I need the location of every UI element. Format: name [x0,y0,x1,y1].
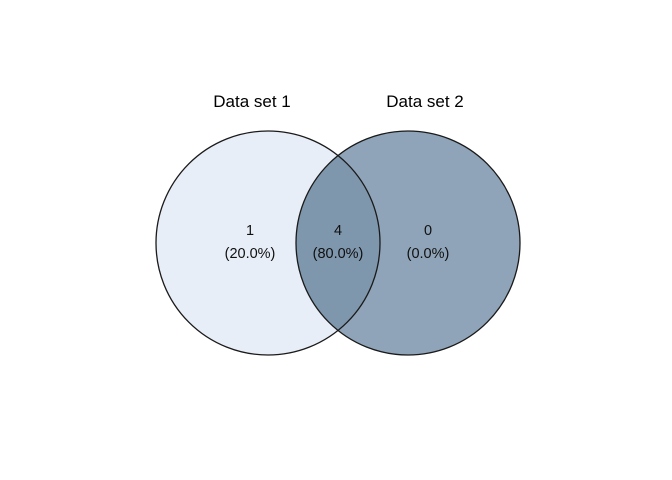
venn-outline-set-1 [155,130,381,356]
region-count-only-set-2: 0 [424,223,432,239]
set-label-1: Data set 1 [213,92,291,111]
region-percent-only-set-2: (0.0%) [407,246,450,262]
region-count-intersection: 4 [334,223,342,239]
region-percent-intersection: (80.0%) [313,246,364,262]
venn-outline-set-2 [295,130,521,356]
venn-intersection-region[interactable] [296,131,520,355]
venn-intersection-fill [296,131,380,355]
region-count-only-set-1: 1 [246,223,254,239]
set-label-2: Data set 2 [386,92,464,111]
region-percent-only-set-1: (20.0%) [225,246,276,262]
